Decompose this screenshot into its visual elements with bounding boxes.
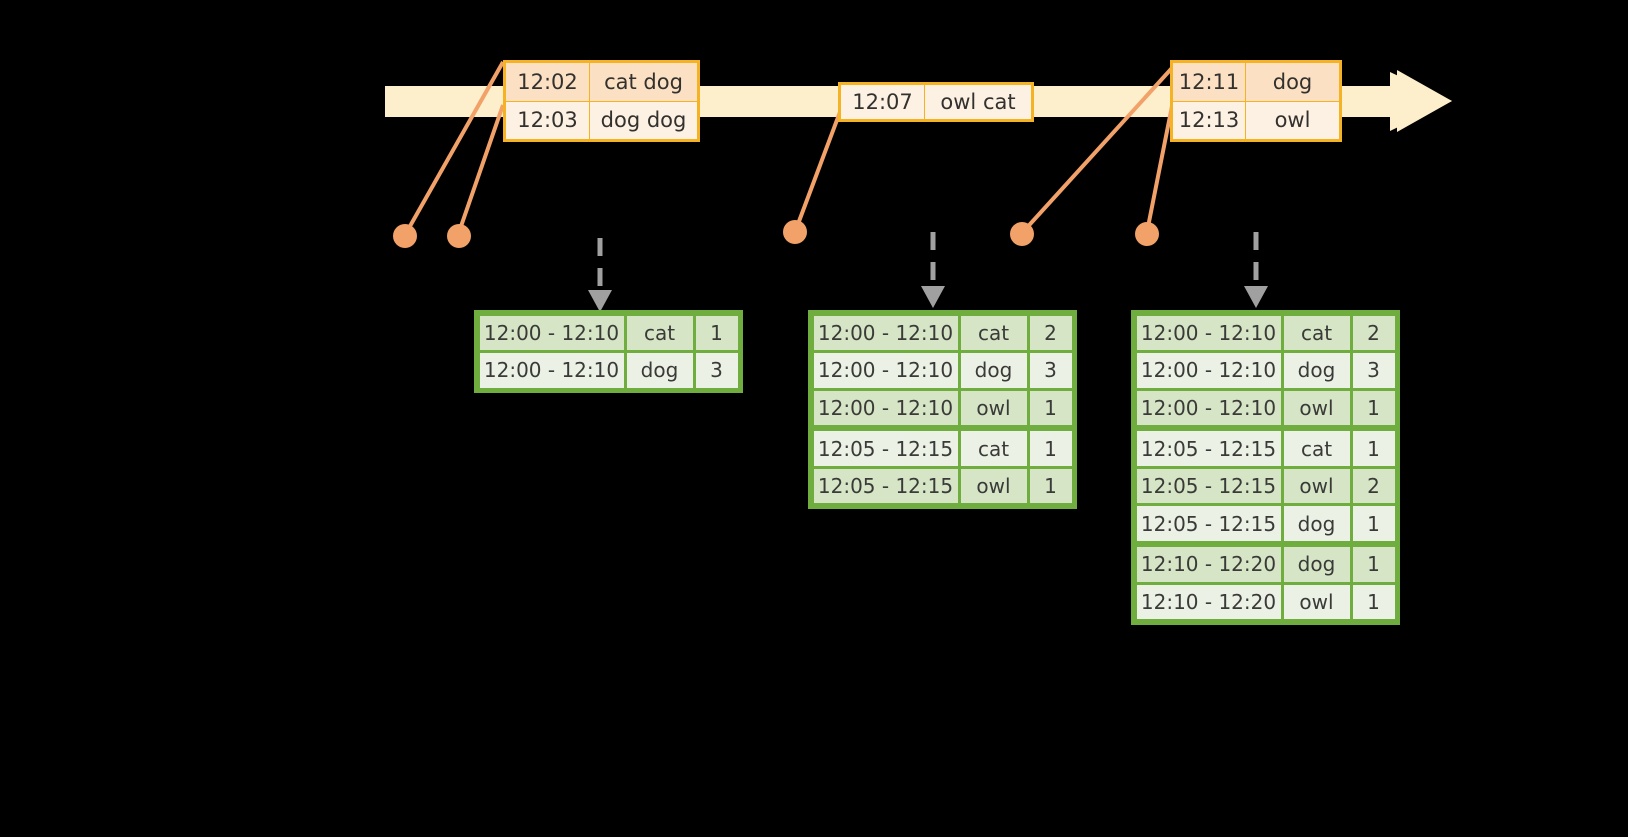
- connector-12-07: [793, 111, 842, 233]
- cell-window: 12:00 - 12:10: [813, 353, 958, 388]
- events-group-3[interactable]: 12:11 dog 12:13 owl: [1170, 60, 1342, 142]
- cell-key: dog: [1283, 547, 1350, 582]
- events-group-1[interactable]: 12:02 cat dog 12:03 dog dog: [503, 60, 700, 142]
- cell-count: 1: [1352, 431, 1395, 466]
- cell-count: 1: [1029, 468, 1072, 504]
- cell-window: 12:00 - 12:10: [1136, 315, 1281, 351]
- cell-count: 3: [1352, 353, 1395, 388]
- cell-count: 1: [1029, 390, 1072, 426]
- marker-dot-12-11: [1010, 222, 1034, 246]
- connector-12-11: [1020, 66, 1174, 235]
- event-value: dog dog: [590, 101, 697, 139]
- marker-dot-12-07: [783, 220, 807, 244]
- cell-window: 12:05 - 12:15: [813, 431, 958, 466]
- cell-window: 12:05 - 12:15: [1136, 506, 1281, 542]
- cell-window: 12:00 - 12:10: [1136, 353, 1281, 388]
- event-value: dog: [1246, 63, 1339, 101]
- cell-key: cat: [1283, 315, 1350, 351]
- connector-12-02: [403, 61, 505, 236]
- cell-window: 12:00 - 12:10: [479, 353, 624, 388]
- connector-12-03: [456, 104, 505, 236]
- cell-count: 3: [1029, 353, 1072, 388]
- marker-dot-12-13: [1135, 222, 1159, 246]
- cell-window: 12:00 - 12:10: [813, 315, 958, 351]
- event-time: 12:02: [506, 63, 590, 101]
- cell-window: 12:05 - 12:15: [813, 468, 958, 504]
- event-row[interactable]: 12:03 dog dog: [506, 101, 697, 139]
- event-time: 12:11: [1173, 63, 1246, 101]
- cell-count: 2: [1352, 468, 1395, 504]
- cell-key: owl: [960, 468, 1027, 504]
- marker-dot-12-02: [393, 224, 417, 248]
- cell-window: 12:00 - 12:10: [813, 390, 958, 426]
- event-value: owl: [1246, 101, 1339, 139]
- event-time: 12:03: [506, 101, 590, 139]
- event-time: 12:13: [1173, 101, 1246, 139]
- cell-key: cat: [960, 315, 1027, 351]
- cell-count: 1: [1352, 584, 1395, 620]
- cell-key: cat: [1283, 431, 1350, 466]
- cell-count: 1: [1352, 506, 1395, 542]
- cell-key: owl: [1283, 468, 1350, 504]
- cell-key: cat: [960, 431, 1027, 466]
- cell-key: dog: [1283, 353, 1350, 388]
- cell-key: owl: [960, 390, 1027, 426]
- dashed-arrow-to-table-3: [1244, 232, 1268, 308]
- event-row[interactable]: 12:13 owl: [1173, 101, 1339, 139]
- dashed-arrow-to-table-1: [588, 238, 612, 312]
- event-row[interactable]: 12:07 owl cat: [841, 85, 1031, 119]
- event-value: owl cat: [925, 85, 1031, 119]
- cell-key: dog: [960, 353, 1027, 388]
- event-row[interactable]: 12:11 dog: [1173, 63, 1339, 102]
- cell-window: 12:05 - 12:15: [1136, 431, 1281, 466]
- cell-key: cat: [626, 315, 693, 351]
- cell-key: owl: [1283, 390, 1350, 426]
- dashed-arrow-to-table-2: [921, 232, 945, 308]
- events-group-2[interactable]: 12:07 owl cat: [838, 82, 1034, 122]
- cell-count: 3: [695, 353, 738, 388]
- cell-count: 1: [1352, 390, 1395, 426]
- cell-count: 2: [1029, 315, 1072, 351]
- cell-count: 2: [1352, 315, 1395, 351]
- timeline-arrowhead-shape: [1390, 72, 1452, 131]
- marker-dot-12-03: [447, 224, 471, 248]
- cell-count: 1: [1352, 547, 1395, 582]
- event-row[interactable]: 12:02 cat dog: [506, 63, 697, 102]
- cell-count: 1: [1029, 431, 1072, 466]
- event-time: 12:07: [841, 85, 925, 119]
- event-value: cat dog: [590, 63, 697, 101]
- cell-window: 12:10 - 12:20: [1136, 584, 1281, 620]
- cell-count: 1: [695, 315, 738, 351]
- cell-key: dog: [626, 353, 693, 388]
- cell-key: owl: [1283, 584, 1350, 620]
- cell-window: 12:10 - 12:20: [1136, 547, 1281, 582]
- cell-window: 12:05 - 12:15: [1136, 468, 1281, 504]
- cell-key: dog: [1283, 506, 1350, 542]
- cell-window: 12:00 - 12:10: [479, 315, 624, 351]
- connector-12-13: [1145, 105, 1174, 233]
- cell-window: 12:00 - 12:10: [1136, 390, 1281, 426]
